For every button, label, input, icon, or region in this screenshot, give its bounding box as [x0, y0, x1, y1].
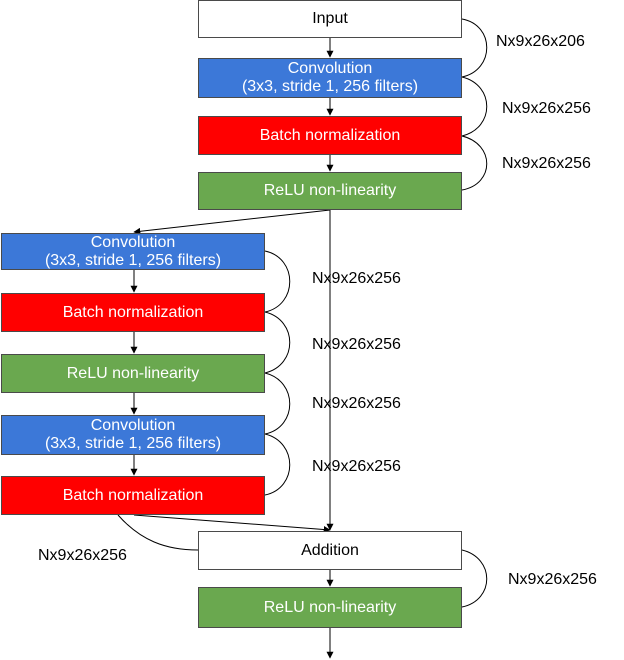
convolution-label: Convolution	[90, 417, 176, 434]
shape-label-addition-relu3: Nx9x26x256	[508, 571, 597, 588]
convolution-params: (3x3, stride 1, 256 filters)	[44, 251, 222, 269]
batch-norm-block-2: Batch normalization	[1, 293, 265, 332]
shape-curve-conv3-bn3	[264, 433, 291, 496]
relu-block-1: ReLU non-linearity	[198, 172, 462, 210]
input-label: Input	[312, 10, 348, 27]
convolution-params: (3x3, stride 1, 256 filters)	[241, 78, 419, 95]
shape-label-bn1-relu1: Nx9x26x256	[502, 155, 591, 172]
convolution-block-2: Convolution (3x3, stride 1, 256 filters)	[1, 233, 265, 270]
shape-curve-conv1-bn1	[461, 76, 488, 137]
shape-label-bn2-relu2: Nx9x26x256	[312, 395, 401, 412]
input-block: Input	[198, 0, 462, 38]
addition-label: Addition	[301, 541, 359, 559]
relu-block-2: ReLU non-linearity	[1, 354, 265, 393]
shape-curve-bn2-relu2	[264, 311, 291, 374]
shape-label-conv1-bn1: Nx9x26x256	[502, 100, 591, 117]
shape-curve-addition-relu3	[461, 549, 488, 608]
batch-norm-label: Batch normalization	[62, 486, 204, 504]
shape-curve-relu2-conv3	[264, 372, 291, 435]
convolution-params: (3x3, stride 1, 256 filters)	[44, 435, 222, 452]
relu-label: ReLU non-linearity	[263, 598, 397, 616]
relu-label: ReLU non-linearity	[263, 182, 397, 199]
batch-norm-block-3: Batch normalization	[1, 476, 265, 515]
shape-label-relu2-conv3: Nx9x26x256	[312, 458, 401, 475]
relu-block-3: ReLU non-linearity	[198, 587, 462, 628]
batch-norm-label: Batch normalization	[259, 126, 401, 144]
batch-norm-label: Batch normalization	[62, 303, 204, 321]
addition-block: Addition	[198, 531, 462, 570]
shape-curve-bn3-addition	[117, 514, 199, 551]
convolution-label: Convolution	[90, 233, 176, 251]
shape-label-conv2-bn2: Nx9x26x256	[312, 336, 401, 353]
arrow-relu1-conv2	[133, 209, 331, 235]
convolution-block-1: Convolution (3x3, stride 1, 256 filters)	[198, 58, 462, 98]
relu-label: ReLU non-linearity	[66, 364, 200, 382]
shape-label-input-conv1: Nx9x26x206	[496, 33, 585, 50]
batch-norm-block-1: Batch normalization	[198, 116, 462, 155]
shape-label-skip: Nx9x26x256	[312, 270, 401, 287]
shape-curve-bn1-relu1	[461, 135, 488, 191]
convolution-label: Convolution	[287, 60, 373, 77]
convolution-block-3: Convolution (3x3, stride 1, 256 filters)	[1, 415, 265, 455]
shape-curve-input-conv1	[461, 18, 488, 78]
shape-label-bn3-addition: Nx9x26x256	[38, 547, 127, 564]
arrow-bn3-addition	[133, 514, 331, 534]
shape-curve-conv2-bn2	[264, 250, 291, 313]
